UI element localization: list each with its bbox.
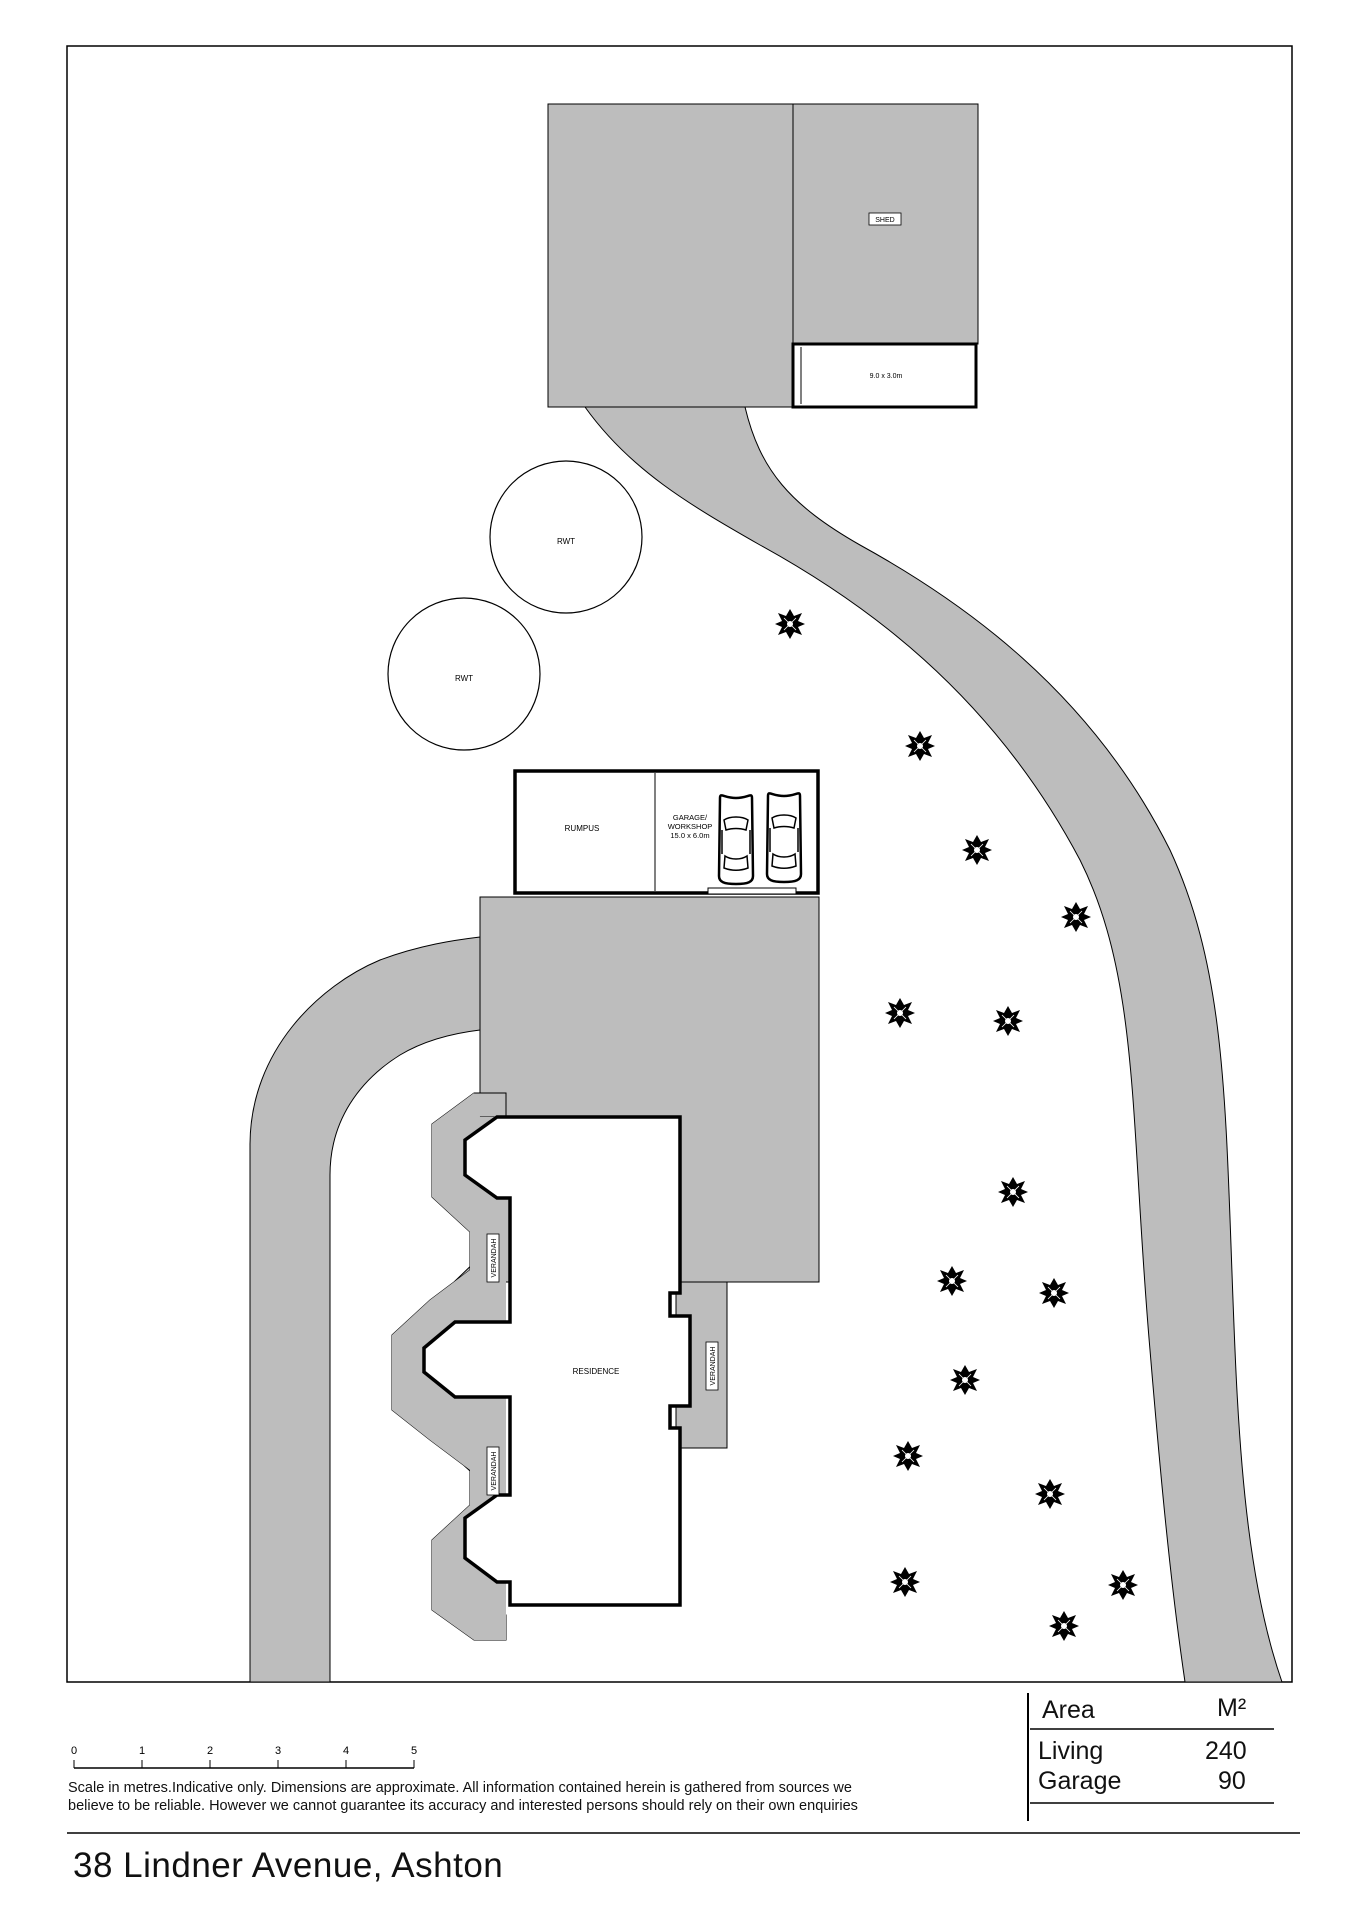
car-icon [765, 792, 803, 884]
residence [422, 1115, 692, 1607]
verandah-left-lower-label: VERANDAH [491, 1452, 498, 1491]
scale-tick-3: 3 [274, 1745, 282, 1757]
garage-label-line2: WORKSHOP [668, 822, 713, 831]
car-icon [717, 794, 755, 886]
area-row-living-value: 240 [1205, 1737, 1247, 1765]
driveway-right [584, 406, 1283, 1683]
scale-tick-5: 5 [410, 1745, 418, 1757]
area-header-label: Area [1042, 1696, 1095, 1724]
area-row-garage-label: Garage [1038, 1767, 1122, 1795]
area-row-living-label: Living [1038, 1737, 1104, 1765]
scale-tick-1: 1 [138, 1745, 146, 1757]
area-header-unit: M² [1217, 1694, 1247, 1722]
verandah-right-label: VERANDAH [710, 1347, 717, 1386]
scale-tick-4: 4 [342, 1745, 350, 1757]
rwt-top-label: RWT [557, 537, 575, 546]
area-row-garage-value: 90 [1218, 1767, 1246, 1795]
rainwater-tank-bottom [387, 597, 541, 751]
rwt-bottom-label: RWT [455, 674, 473, 683]
verandah-left-upper-label: VERANDAH [491, 1239, 498, 1278]
disclaimer: Scale in metres.Indicative only. Dimensi… [68, 1779, 968, 1815]
residence-label: RESIDENCE [573, 1367, 620, 1376]
scale-bar [73, 1760, 415, 1769]
scale-bar-labels: 0 1 2 3 4 5 [60, 1745, 440, 1765]
shed-slab [547, 103, 794, 408]
rainwater-tank-top [489, 460, 643, 614]
disclaimer-line-2: believe to be reliable. However we canno… [68, 1798, 858, 1814]
disclaimer-line-1: Scale in metres.Indicative only. Dimensi… [68, 1780, 852, 1796]
garage-label-line1: GARAGE/ [673, 813, 708, 822]
shed-label: SHED [875, 217, 894, 224]
area-table: Area M² Living 240 Garage 90 [1024, 1680, 1274, 1800]
garage-label-line3: 15.0 x 6.0m [670, 831, 709, 840]
property-address: 38 Lindner Avenue, Ashton [73, 1846, 504, 1885]
rumpus-label: RUMPUS [565, 824, 600, 833]
scale-tick-0: 0 [70, 1745, 78, 1757]
shed-dimension-label: 9.0 x 3.0m [870, 373, 903, 380]
scale-tick-2: 2 [206, 1745, 214, 1757]
